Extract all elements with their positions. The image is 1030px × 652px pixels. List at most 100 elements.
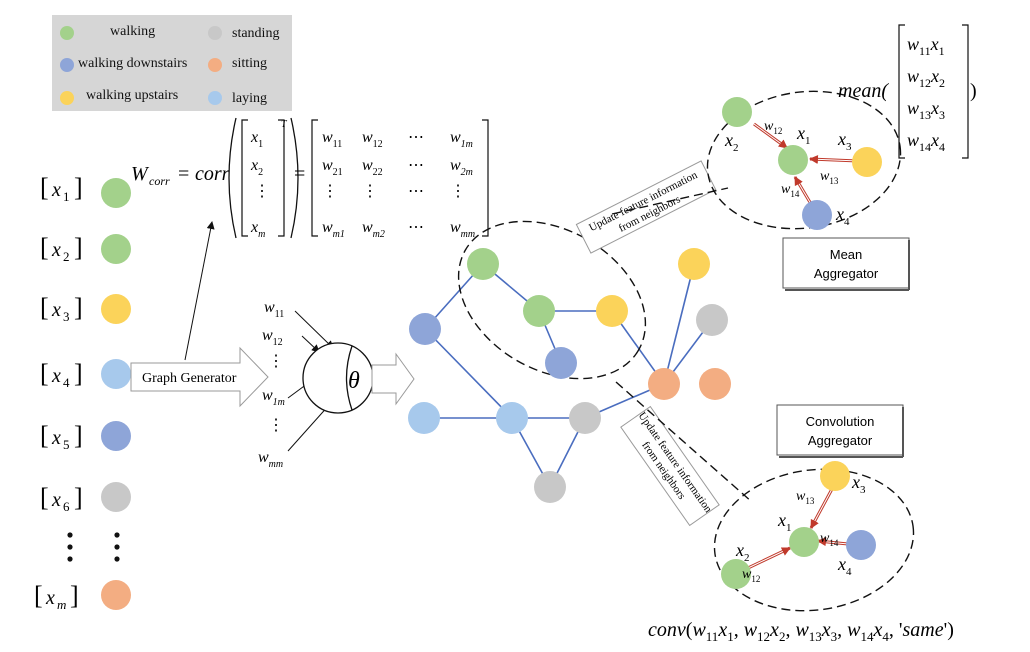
svg-text:x: x [51, 299, 61, 321]
feature-node-1 [101, 178, 131, 208]
svg-text:=: = [294, 163, 305, 185]
svg-text:]: ] [74, 173, 83, 202]
mean-title-line2: Aggregator [814, 266, 879, 281]
feature-sub-3: 3 [63, 309, 70, 324]
matrix-cell-1-2: w12 [362, 129, 383, 150]
svg-text:[: [ [34, 581, 43, 610]
svg-text:=: = [178, 163, 189, 185]
svg-text:x: x [51, 427, 61, 449]
corr-func: corr [195, 163, 230, 185]
vector-cell-3: ⋮ [254, 183, 270, 200]
legend-label-walking: walking [110, 24, 156, 39]
neuron-body [302, 342, 374, 414]
feature-node-4 [101, 359, 131, 389]
graph-node-j [648, 368, 680, 400]
svg-text:[: [ [40, 233, 49, 262]
vector-cell-2: x2 [250, 157, 263, 178]
svg-text:[: [ [40, 173, 49, 202]
svg-text:]: ] [74, 233, 83, 262]
conv-label-x2: x2 [735, 540, 750, 564]
svg-text:[: [ [40, 293, 49, 322]
feature-row-3: [ x 3 ] [40, 293, 131, 324]
neuron-input-2: w12 [262, 327, 283, 348]
graph-node-d [545, 347, 577, 379]
matrix-cell-2-2: w22 [362, 157, 383, 178]
feature-row-1: [ x 1 ] [40, 173, 131, 208]
matrix-cell-4-1: wm1 [322, 219, 345, 240]
conv-label-w14: w14 [820, 531, 839, 548]
conv-node-x4 [846, 530, 876, 560]
matrix-cell-3-3: ⋯ [408, 183, 424, 200]
mean-label-w14: w14 [781, 182, 800, 199]
legend: walking standing walking downstairs sitt… [52, 15, 292, 111]
graph-edge-j-l [663, 263, 695, 385]
matrix-cell-4-2: wm2 [362, 219, 385, 240]
conv-title-line2: Aggregator [808, 433, 873, 448]
graph-generator: Graph Generator [130, 346, 269, 408]
feature-sub-2: 2 [63, 249, 70, 264]
legend-dot-walking-downstairs [60, 58, 74, 72]
svg-text:x4: x4 [837, 554, 852, 578]
feature-sub-5: 5 [63, 437, 70, 452]
svg-text:]: ] [74, 359, 83, 388]
svg-text:x1: x1 [777, 510, 792, 534]
wcorr-symbol: W [131, 163, 150, 185]
feature-node-5 [101, 421, 131, 451]
conv-label-x3: x3 [851, 472, 866, 496]
matrix-cell-2-3: ⋯ [408, 157, 424, 174]
mean-func: mean( [838, 80, 889, 102]
svg-text:x1: x1 [796, 123, 811, 147]
conv-aggregator: x2 x1 x3 x4 w12 w13 w14 [713, 461, 915, 612]
svg-text:x3: x3 [851, 472, 866, 496]
neuron-input-6: wmm [258, 449, 283, 470]
neighborhood-ellipse [457, 220, 647, 380]
graph-node-k [699, 368, 731, 400]
legend-label-walking-upstairs: walking upstairs [86, 88, 179, 103]
feature-node-2 [101, 234, 131, 264]
graph-node-l [678, 248, 710, 280]
conv-aggregator-box: Convolution Aggregator [776, 404, 904, 458]
matrix-cell-4-3: ⋯ [408, 219, 424, 236]
feature-sub-4: 4 [63, 375, 70, 390]
conv-node-x2 [721, 559, 751, 589]
svg-text:[: [ [40, 421, 49, 450]
mean-term-3: w13x3 [907, 98, 945, 122]
graph-node-m [696, 304, 728, 336]
graph-node-b [523, 295, 555, 327]
mean-node-x2 [722, 97, 752, 127]
conv-label-w12: w12 [742, 567, 760, 584]
conv-formula: conv(w11x1, w12x2, w13x3, w14x4, 'same') [648, 619, 954, 644]
mean-node-x3 [852, 147, 882, 177]
conv-title-line1: Convolution [806, 414, 875, 429]
legend-label-laying: laying [232, 91, 267, 106]
neuron-input-3: ⋮ [268, 353, 284, 370]
legend-label-sitting: sitting [232, 56, 268, 71]
svg-text:x: x [51, 239, 61, 261]
graph-node-h [569, 402, 601, 434]
mean-close: ) [970, 80, 977, 102]
legend-dot-walking-upstairs [60, 91, 74, 105]
mean-node-x1 [778, 145, 808, 175]
svg-text:w12: w12 [764, 119, 782, 136]
svg-text:]: ] [74, 421, 83, 450]
graph-nodes [408, 248, 731, 503]
svg-text:x: x [51, 365, 61, 387]
feature-row-4: [ x 4 ] [40, 359, 131, 390]
svg-text:x4: x4 [835, 204, 850, 228]
mean-label-x1: x1 [796, 123, 811, 147]
mean-label-x2: x2 [724, 130, 739, 154]
svg-text:]: ] [74, 293, 83, 322]
feature-ellipsis [67, 532, 120, 562]
transpose-mark: T [281, 119, 288, 130]
feature-node-3 [101, 294, 131, 324]
conv-node-x1 [789, 527, 819, 557]
feature-row-2: [ x 2 ] [40, 233, 131, 264]
mean-aggregator: x2 x1 x3 x4 w12 w13 w14 [706, 90, 902, 230]
neuron-output-arrow [371, 352, 415, 406]
matrix-cell-1-4: w1m [450, 129, 473, 150]
mean-aggregator-box: Mean Aggregator [782, 237, 910, 291]
